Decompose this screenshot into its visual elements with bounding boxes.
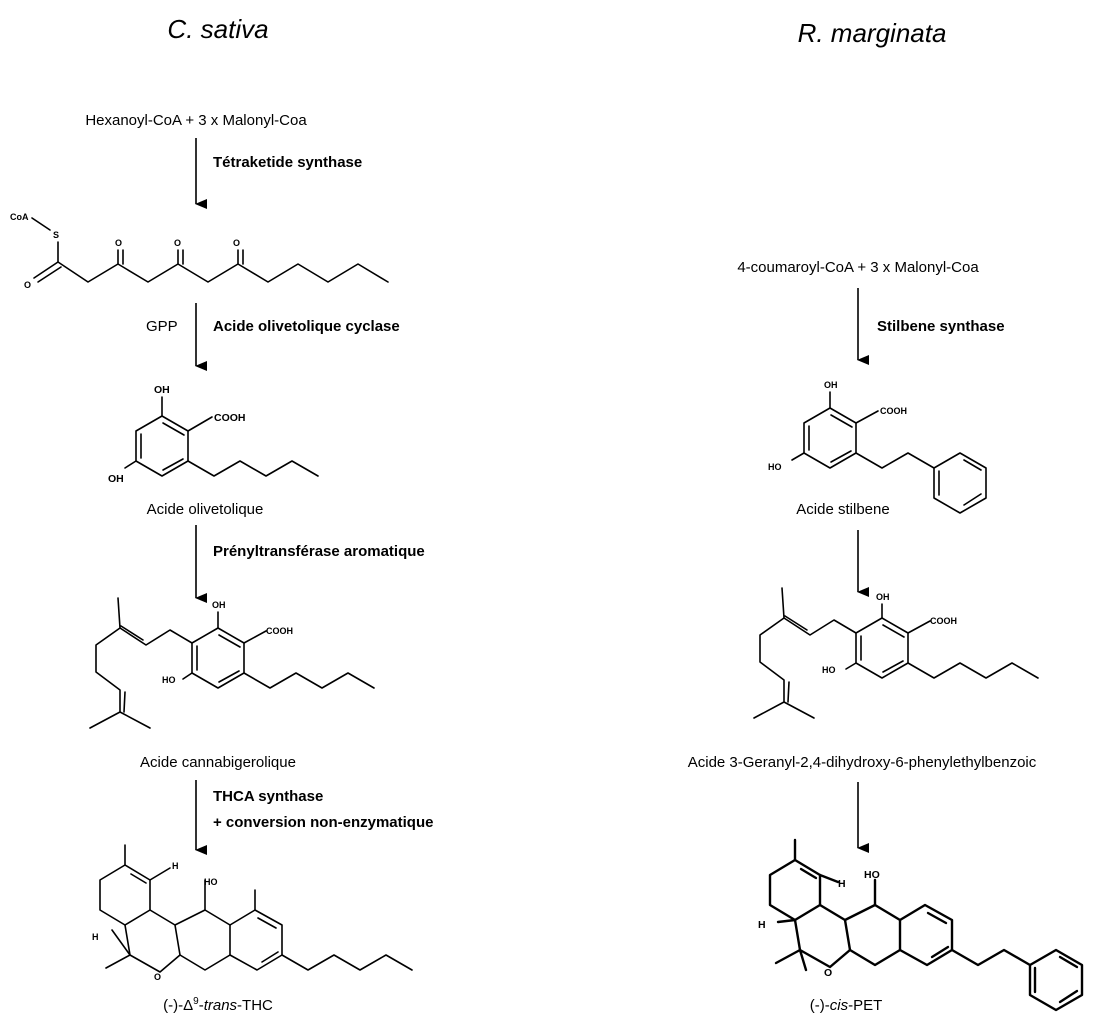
geranyl-dihydroxy-structure: OH COOH HO [753, 587, 1039, 719]
left-final-label: (-)-Δ9-trans-THC [163, 996, 273, 1014]
left-enzyme-3: Prényltransférase aromatique [213, 543, 425, 560]
atom-cooh-geranyl: COOH [930, 616, 957, 626]
atom-ho-stilbene: HO [768, 462, 782, 472]
atom-cooh-cbga: COOH [266, 626, 293, 636]
atom-h-pet-left: H [758, 919, 766, 931]
atom-ho-cbga: HO [162, 675, 176, 685]
atom-oh-top: OH [154, 384, 170, 396]
left-enzyme-4-line1: THCA synthase [213, 788, 323, 805]
atom-ho-geranyl: HO [822, 665, 836, 675]
atom-cooh: COOH [214, 412, 246, 424]
atom-o-2: O [174, 238, 181, 248]
atom-h-thc-left: H [92, 932, 99, 942]
atom-h-thc-top: H [172, 861, 179, 871]
cis-pet-structure: H HO H O [758, 838, 1084, 1012]
left-enzyme-4-line2: + conversion non-enzymatique [213, 814, 433, 831]
atom-oh-cbga: OH [212, 600, 226, 610]
atom-ho-thc: HO [204, 877, 218, 887]
right-product-1: Acide stilbene [796, 501, 889, 518]
atom-h-pet-top: H [838, 878, 846, 890]
atom-oh-geranyl: OH [876, 592, 890, 602]
atom-o-pet: O [824, 967, 832, 979]
title-c-sativa: C. sativa [167, 14, 268, 44]
atom-s: S [53, 230, 59, 240]
atom-oh-stilbene: OH [824, 380, 838, 390]
left-product-3: Acide cannabigerolique [140, 754, 296, 771]
thc-structure: H HO H O [92, 844, 413, 982]
right-start-label: 4-coumaroyl-CoA + 3 x Malonyl-Coa [737, 259, 979, 276]
right-final-label: (-)-cis-PET [810, 997, 883, 1014]
atom-o-thioester: O [24, 280, 31, 290]
right-product-2: Acide 3-Geranyl-2,4-dihydroxy-6-phenylet… [688, 754, 1037, 771]
left-enzyme-2: Acide olivetolique cyclase [213, 318, 400, 335]
left-enzyme-1: Tétraketide synthase [213, 154, 362, 171]
atom-o-3: O [233, 238, 240, 248]
cannabigerolic-acid-structure: OH COOH HO [89, 597, 375, 729]
atom-oh-left: OH [108, 473, 124, 485]
left-start-label: Hexanoyl-CoA + 3 x Malonyl-Coa [85, 112, 307, 129]
atom-o-1: O [115, 238, 122, 248]
olivetolic-acid-structure: OH COOH OH [108, 384, 319, 485]
left-product-2: Acide olivetolique [147, 501, 264, 518]
stilbene-acid-structure: OH COOH HO [768, 380, 987, 514]
left-cofactor-gpp: GPP [146, 318, 178, 335]
right-enzyme-1: Stilbene synthase [877, 318, 1005, 335]
atom-coa: CoA [10, 212, 29, 222]
atom-ho-pet: HO [864, 869, 880, 881]
title-r-marginata: R. marginata [798, 18, 947, 48]
atom-o-thc: O [154, 972, 161, 982]
atom-cooh-stilbene: COOH [880, 406, 907, 416]
tetraketide-coa-structure: CoA S O O O O [10, 212, 389, 290]
